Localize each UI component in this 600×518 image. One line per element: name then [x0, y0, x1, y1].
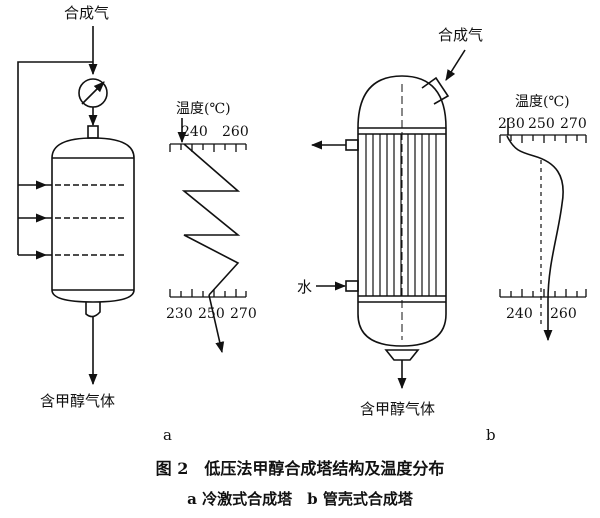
panel-b-temperature-profile — [506, 135, 564, 301]
panel-b-water-label: 水 — [297, 278, 312, 296]
panel-a-profile-tail — [208, 294, 225, 354]
panel-b-letter: b — [486, 426, 496, 444]
panel-b-water-nozzle — [345, 280, 359, 292]
panel-a-top-scale — [169, 143, 247, 152]
panel-b-temp-title: 温度(℃) — [515, 94, 570, 110]
panel-a-bottom-tick-270: 270 — [230, 306, 257, 322]
panel-b-bottom-nozzle — [384, 349, 420, 361]
panel-b-feed-label: 合成气 — [438, 26, 483, 44]
panel-a-bottom-tick-250: 250 — [198, 306, 225, 322]
panel-a-bypass-line — [17, 61, 93, 255]
panel-a-top-tick-240: 240 — [181, 124, 208, 140]
cold-quench-reactor — [51, 137, 135, 303]
panel-a-temperature-profile — [181, 143, 241, 296]
caption-subtitle: a 冷激式合成塔 b 管壳式合成塔 — [187, 490, 414, 508]
panel-b-bottom-tick-260: 260 — [550, 306, 577, 322]
panel-a-top-nozzle — [87, 125, 99, 139]
panel-b-feed-arrow — [445, 49, 466, 81]
panel-a-top-tick-260: 260 — [222, 124, 249, 140]
panel-a-bottom-tick-230: 230 — [166, 306, 193, 322]
panel-a-letter: a — [163, 426, 172, 444]
heat-exchanger-arrow — [81, 81, 105, 105]
panel-b-top-tick-230: 230 — [498, 116, 525, 132]
panel-a-bottom-scale — [169, 289, 247, 298]
quench-distributors — [18, 180, 124, 260]
panel-a-temp-title: 温度(℃) — [176, 101, 231, 117]
panel-b-top-tick-250: 250 — [528, 116, 555, 132]
panel-a-feed-label: 合成气 — [64, 4, 109, 22]
panel-b-steam-nozzle — [345, 139, 359, 151]
panel-a-bottom-nozzle — [85, 302, 101, 318]
panel-b-top-tick-270: 270 — [560, 116, 587, 132]
panel-b-bottom-scale — [499, 289, 587, 298]
panel-b-top-scale — [499, 134, 587, 143]
panel-a: 合成气 含甲醇气体 温度(℃) 2 — [17, 4, 257, 444]
panel-a-product-label: 含甲醇气体 — [40, 392, 115, 410]
panel-b-bottom-tick-240: 240 — [506, 306, 533, 322]
reactor-tubes — [365, 134, 437, 296]
caption-title: 图 2 低压法甲醇合成塔结构及温度分布 — [156, 459, 445, 478]
panel-b-product-label: 含甲醇气体 — [360, 400, 435, 418]
panel-b: 合成气 水 — [297, 26, 587, 444]
